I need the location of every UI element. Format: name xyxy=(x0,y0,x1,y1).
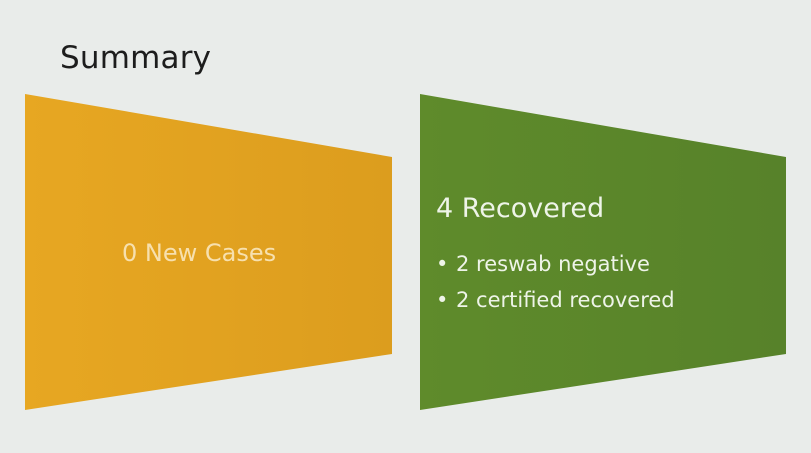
new-cases-text: 0 New Cases xyxy=(122,239,277,267)
right-panel xyxy=(420,94,786,410)
bullet-icon: • xyxy=(436,252,449,276)
recovered-bullets: •2 reswab negative •2 certified recovere… xyxy=(436,250,675,322)
left-panel xyxy=(25,94,392,410)
recovered-heading: 4 Recovered xyxy=(436,193,605,224)
bullet-item: •2 certified recovered xyxy=(436,288,675,312)
bullet-item: •2 reswab negative xyxy=(436,252,650,276)
bullet-icon: • xyxy=(436,288,449,312)
slide-title: Summary xyxy=(60,40,212,76)
